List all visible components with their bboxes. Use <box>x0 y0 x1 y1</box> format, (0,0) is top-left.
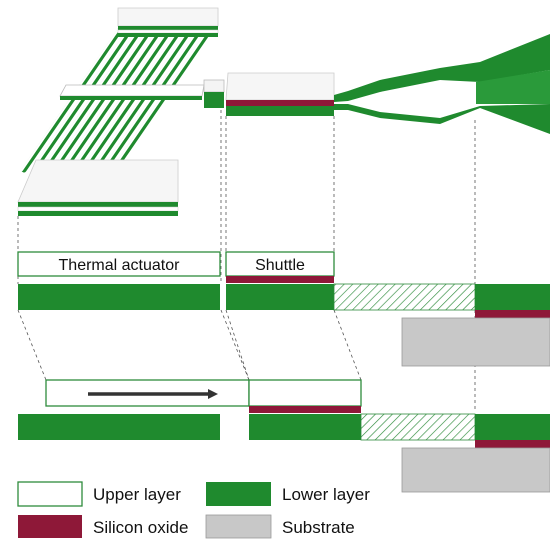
shuttle-3d <box>225 72 335 116</box>
legend-substrate-label: Substrate <box>282 518 355 537</box>
substrate-block-2 <box>401 447 550 493</box>
actuator-lower-bar-shifted <box>18 414 220 440</box>
legend-substrate-swatch <box>205 514 272 539</box>
legend-upper-label: Upper layer <box>93 485 181 504</box>
actuator-crossbar <box>59 84 205 100</box>
legend-lower-label: Lower layer <box>282 485 370 504</box>
legend-lower-swatch <box>206 482 271 506</box>
thermal-actuator-label: Thermal actuator <box>59 257 181 274</box>
output-arms <box>334 34 550 134</box>
shuttle-label: Shuttle <box>255 257 305 274</box>
actuator-lower-bar <box>18 284 220 310</box>
anchor-lower-bar-2 <box>475 414 550 440</box>
device-3d-view <box>17 7 550 216</box>
shuttle-lower-bar-shifted <box>249 414 361 440</box>
cross-section-rest: Thermal actuator Shuttle <box>17 251 550 367</box>
top-anchor-pad <box>117 7 219 37</box>
legend-oxide-label: Silicon oxide <box>93 518 188 537</box>
projection-lines <box>17 110 476 410</box>
shuttle-oxide-shifted <box>249 406 361 413</box>
bottom-anchor-pad <box>17 159 179 216</box>
thermal-actuator-upper-box <box>17 251 221 277</box>
connector-block <box>203 79 225 108</box>
anchor-oxide-2 <box>475 440 550 448</box>
legend-upper-swatch <box>17 481 83 507</box>
gap-hatched-shifted <box>360 413 476 441</box>
legend: Upper layer Lower layer Silicon oxide Su… <box>17 481 370 539</box>
shuttle-upper-box-shifted <box>248 379 362 407</box>
substrate-block <box>401 317 550 367</box>
shuttle-oxide <box>226 276 334 283</box>
legend-oxide-swatch <box>18 515 82 538</box>
shuttle-lower-bar <box>226 284 334 310</box>
cross-section-actuated <box>18 379 550 493</box>
gap-hatched <box>333 283 476 311</box>
anchor-lower-bar <box>475 284 550 310</box>
anchor-oxide <box>475 310 550 318</box>
